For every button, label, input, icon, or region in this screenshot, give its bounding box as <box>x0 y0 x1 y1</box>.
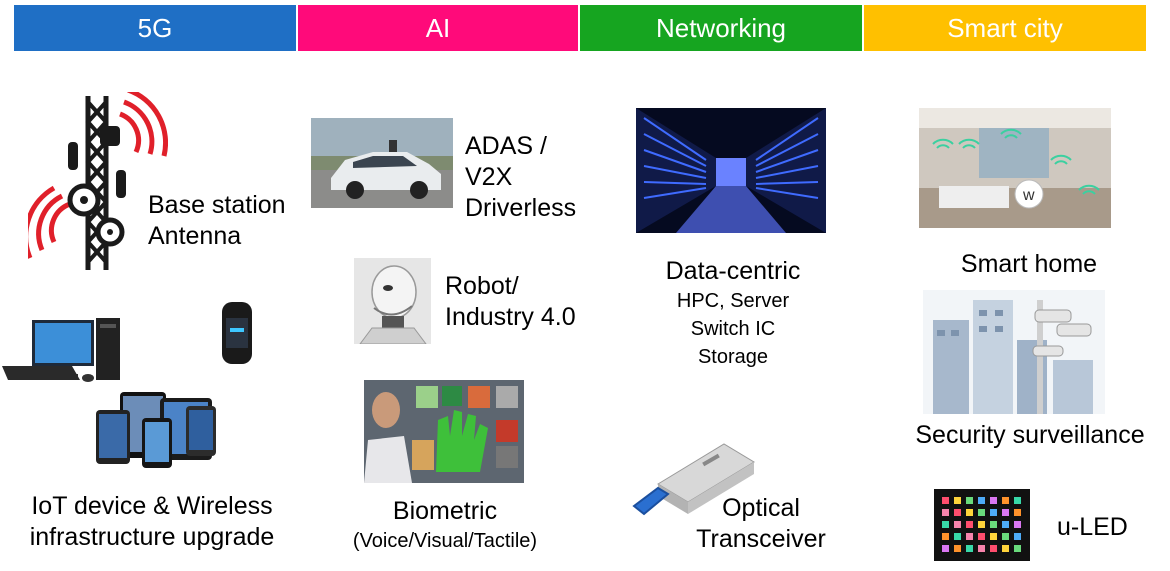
led-dot <box>966 497 973 504</box>
led-dot <box>1002 509 1009 516</box>
led-dot <box>966 533 973 540</box>
antenna-tower-icon <box>28 92 168 272</box>
robot-label: Robot/ Industry 4.0 <box>445 271 576 333</box>
led-dot <box>942 497 949 504</box>
led-dot <box>1002 545 1009 552</box>
led-dot <box>978 509 985 516</box>
led-dot <box>978 545 985 552</box>
biometric-line1: Biometric <box>392 497 498 525</box>
driverless-car-image <box>311 118 453 208</box>
robot-line2: Industry 4.0 <box>445 303 576 331</box>
led-dot <box>978 497 985 504</box>
base-station-line2: Antenna <box>148 222 242 250</box>
header-smart-city-label: Smart city <box>947 12 1063 43</box>
optical-line1: Optical <box>722 494 800 522</box>
led-dot <box>954 497 961 504</box>
iot-line2: infrastructure upgrade <box>29 523 275 551</box>
led-dot <box>990 509 997 516</box>
header-ai: AI <box>298 5 578 51</box>
optical-label: Optical Transceiver <box>676 493 846 555</box>
led-dot <box>1014 497 1021 504</box>
led-dot <box>1014 533 1021 540</box>
header-smart-city: Smart city <box>864 5 1146 51</box>
adas-line1: ADAS / <box>465 132 547 160</box>
led-dot <box>1014 521 1021 528</box>
led-dot <box>942 545 949 552</box>
datacenter-image <box>636 108 826 233</box>
base-station-label: Base station Antenna <box>148 190 286 252</box>
led-dot <box>954 533 961 540</box>
led-dot <box>990 497 997 504</box>
iot-line1: IoT device & Wireless <box>31 492 273 520</box>
overlay-w-text: w <box>1022 187 1035 204</box>
header-5g-label: 5G <box>137 12 173 43</box>
led-dot <box>1014 509 1021 516</box>
uled-matrix-image <box>934 489 1030 561</box>
robot-image <box>354 258 431 344</box>
led-dot <box>966 545 973 552</box>
robot-line1: Robot/ <box>445 272 519 300</box>
smart-home-image: w <box>919 108 1111 228</box>
base-station-line1: Base station <box>148 191 286 219</box>
led-dot <box>954 545 961 552</box>
led-dot <box>1002 533 1009 540</box>
led-dot <box>942 533 949 540</box>
biometric-line2: (Voice/Visual/Tactile) <box>352 530 538 552</box>
datacentric-label: Data-centric HPC, Server Switch IC Stora… <box>628 256 838 371</box>
smart-home-label: Smart home <box>918 249 1140 280</box>
led-dot <box>1002 497 1009 504</box>
led-dot <box>1002 521 1009 528</box>
uled-led-grid <box>942 497 1021 552</box>
led-dot <box>954 509 961 516</box>
datacentric-line1: HPC, Server <box>676 290 790 312</box>
header-networking-label: Networking <box>655 12 787 43</box>
led-dot <box>942 509 949 516</box>
security-label: Security surveillance <box>900 420 1160 451</box>
led-dot <box>954 521 961 528</box>
datacentric-line3: Storage <box>697 346 769 368</box>
led-dot <box>942 521 949 528</box>
datacentric-line2: Switch IC <box>690 318 776 340</box>
adas-label: ADAS / V2X Driverless <box>465 131 576 224</box>
biometric-image <box>364 380 524 483</box>
adas-line2: V2X <box>465 163 513 191</box>
led-dot <box>990 545 997 552</box>
header-networking: Networking <box>580 5 862 51</box>
uled-label: u-LED <box>1057 512 1128 543</box>
datacentric-title: Data-centric <box>665 257 801 285</box>
biometric-label: Biometric (Voice/Visual/Tactile) <box>330 496 560 555</box>
header-ai-label: AI <box>425 12 451 43</box>
optical-transceiver-image <box>628 436 758 524</box>
smart-home-text: Smart home <box>960 250 1098 278</box>
security-text: Security surveillance <box>915 421 1145 449</box>
led-dot <box>990 533 997 540</box>
led-dot <box>990 521 997 528</box>
led-dot <box>966 521 973 528</box>
iot-devices-image <box>0 300 270 470</box>
iot-label: IoT device & Wireless infrastructure upg… <box>10 491 294 553</box>
optical-line2: Transceiver <box>696 525 826 553</box>
led-dot <box>1014 545 1021 552</box>
adas-line3: Driverless <box>465 194 577 222</box>
uled-text: u-LED <box>1057 513 1128 541</box>
header-5g: 5G <box>14 5 296 51</box>
led-dot <box>966 509 973 516</box>
led-dot <box>978 533 985 540</box>
security-camera-image <box>923 290 1105 414</box>
led-dot <box>978 521 985 528</box>
